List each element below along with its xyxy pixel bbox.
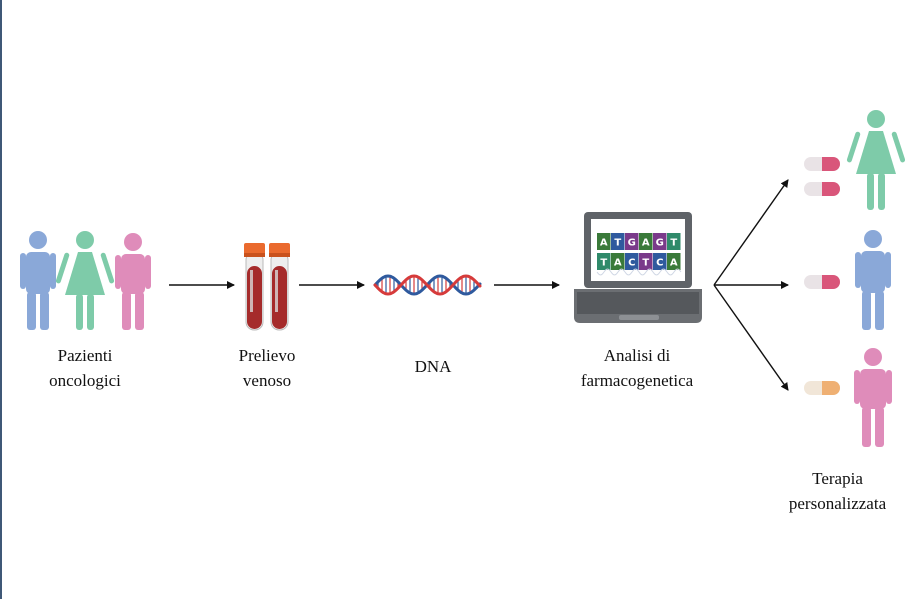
sequence-cell — [667, 253, 681, 270]
sequence-cell — [639, 233, 653, 250]
label-blood-draw: Prelievo venoso — [202, 343, 332, 393]
label-dna-line1: DNA — [414, 357, 452, 376]
sequence-letter: G — [628, 238, 636, 249]
label-therapy-line1: Terapia — [812, 469, 863, 488]
pill-icon — [804, 182, 840, 196]
sequence-cell — [625, 233, 639, 250]
sequence-letter: T — [614, 238, 621, 249]
arrow-analysis-therapy-top — [713, 179, 789, 286]
label-blood-line1: Prelievo — [238, 346, 296, 365]
blood-tube — [269, 243, 290, 331]
pill-icon — [804, 381, 840, 395]
sequence-letter: A — [600, 238, 608, 249]
therapy-people — [846, 110, 905, 447]
person-male-icon — [854, 348, 892, 447]
blood-tube-icon — [244, 243, 290, 331]
person-male-icon — [20, 231, 56, 330]
label-patients-line1: Pazienti — [57, 346, 113, 365]
sequence-letter: C — [628, 258, 635, 269]
person-male-icon — [115, 233, 151, 330]
label-analysis-line1: Analisi di — [603, 346, 671, 365]
sequence-letter: C — [656, 258, 663, 269]
pill-icon — [804, 275, 840, 289]
label-patients: Pazienti oncologici — [20, 343, 150, 393]
flow-arrows — [169, 179, 789, 391]
sequence-cell — [625, 253, 639, 270]
sequence-letter: T — [600, 258, 607, 269]
blood-tube — [244, 243, 265, 331]
label-analysis: Analisi di farmacogenetica — [557, 343, 717, 393]
person-female-icon — [55, 231, 115, 330]
sequence-letter: G — [656, 238, 664, 249]
patients-group — [20, 231, 151, 330]
therapy-pills — [804, 157, 840, 395]
label-dna: DNA — [368, 354, 498, 379]
sequence-letter: T — [670, 238, 677, 249]
label-blood-line2: venoso — [242, 371, 292, 390]
label-therapy-line2: personalizzata — [788, 494, 887, 513]
dna-strand-red — [373, 274, 482, 296]
person-female-icon — [846, 110, 905, 210]
sequence-letter: T — [642, 258, 649, 269]
sequence-cell — [639, 253, 653, 270]
label-therapy: Terapia personalizzata — [770, 466, 905, 516]
pill-icon — [804, 157, 840, 171]
person-male-icon — [855, 230, 891, 330]
sequence-cell — [611, 253, 625, 270]
arrow-analysis-therapy-bottom — [713, 284, 789, 391]
sequence-cell — [653, 253, 667, 270]
sequence-cell — [597, 253, 611, 270]
sequence-letter: A — [642, 238, 650, 249]
sequence-cell — [611, 233, 625, 250]
sequence-cell — [667, 233, 681, 250]
sequence-cell — [653, 233, 667, 250]
dna-helix-icon — [373, 274, 482, 296]
chromatogram-trace — [596, 268, 682, 276]
sequence-cell — [597, 233, 611, 250]
sequence-letter: A — [614, 258, 622, 269]
label-analysis-line2: farmacogenetica — [580, 371, 694, 390]
label-patients-line2: oncologici — [49, 371, 121, 390]
sequence-letter: A — [670, 258, 678, 269]
